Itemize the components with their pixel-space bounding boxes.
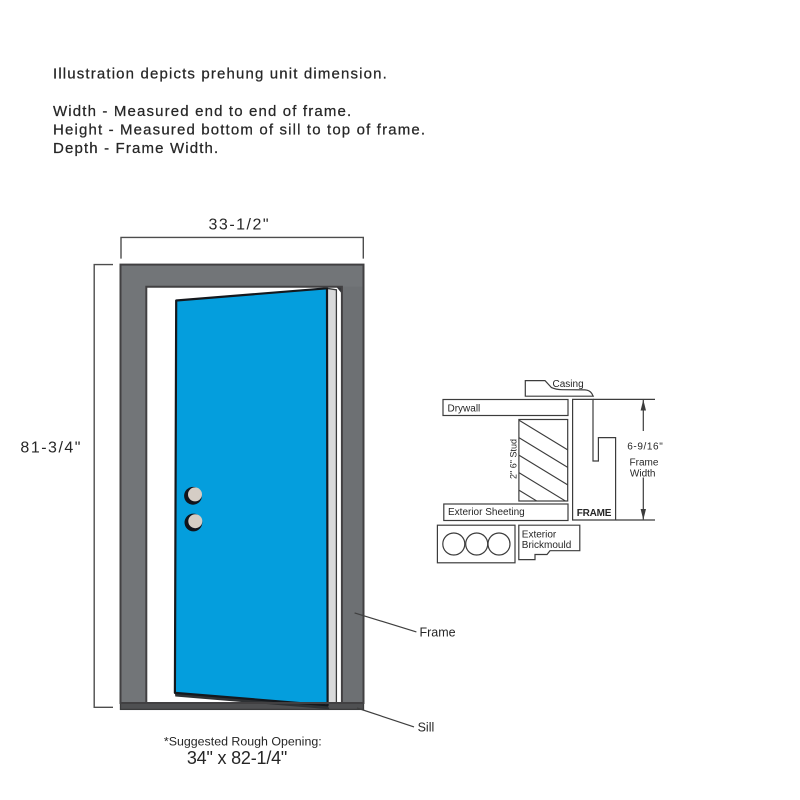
svg-text:34" x 82-1/4": 34" x 82-1/4" [187,748,287,768]
svg-text:Depth - Frame Width.: Depth - Frame Width. [53,140,219,157]
svg-text:Casing: Casing [553,379,584,390]
svg-text:Height - Measured bottom of si: Height - Measured bottom of sill to top … [53,122,426,139]
svg-text:FRAME: FRAME [577,508,612,519]
svg-text:Sill: Sill [418,721,435,735]
svg-text:Width: Width [630,468,656,479]
svg-text:33-1/2": 33-1/2" [209,217,271,234]
svg-text:Illustration depicts prehung u: Illustration depicts prehung unit dimens… [53,66,388,83]
svg-text:81-3/4": 81-3/4" [20,440,82,457]
svg-text:Exterior Sheeting: Exterior Sheeting [448,507,525,518]
svg-text:Width - Measured end to end of: Width - Measured end to end of frame. [53,103,352,120]
svg-text:Exterior: Exterior [522,529,557,540]
svg-text:2" 6" Stud: 2" 6" Stud [509,439,519,479]
svg-text:Frame: Frame [420,626,456,640]
svg-text:Brickmould: Brickmould [522,540,571,551]
svg-text:Frame: Frame [630,457,659,468]
svg-text:*Suggested Rough Opening:: *Suggested Rough Opening: [164,734,322,748]
svg-text:Drywall: Drywall [448,404,481,415]
svg-text:6-9/16": 6-9/16" [627,441,663,452]
